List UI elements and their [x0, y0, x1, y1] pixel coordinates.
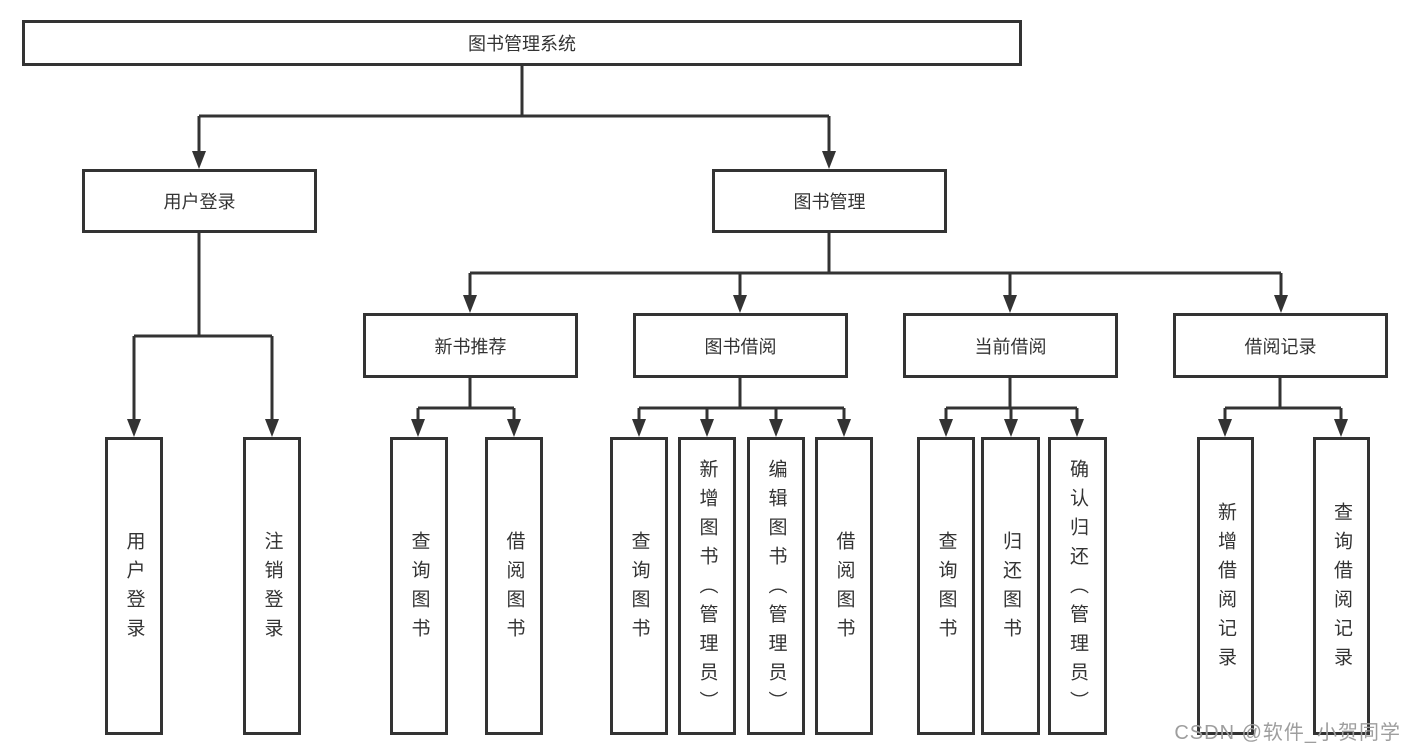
node-new-book-recommend: 新书推荐 [363, 313, 578, 378]
node-leaf-edit-book-admin: 编辑图书（管理员） [747, 437, 805, 735]
node-leaf-add-book-admin: 新增图书（管理员） [678, 437, 736, 735]
node-leaf-logout: 注销登录 [243, 437, 301, 735]
node-root-system: 图书管理系统 [22, 20, 1022, 66]
node-book-management: 图书管理 [712, 169, 947, 233]
arrowhead-icons [127, 151, 1348, 437]
node-leaf-borrow-book-2: 借阅图书 [815, 437, 873, 735]
node-leaf-borrow-book-1: 借阅图书 [485, 437, 543, 735]
node-leaf-confirm-return-admin: 确认归还（管理员） [1048, 437, 1107, 735]
node-book-borrow: 图书借阅 [633, 313, 848, 378]
node-borrow-record: 借阅记录 [1173, 313, 1388, 378]
node-current-borrow: 当前借阅 [903, 313, 1118, 378]
csdn-watermark: CSDN @软件_小贺同学 [1174, 722, 1401, 744]
node-leaf-return-book: 归还图书 [981, 437, 1040, 735]
node-user-login: 用户登录 [82, 169, 317, 233]
node-leaf-query-borrow-record: 查询借阅记录 [1313, 437, 1370, 735]
node-leaf-query-book-3: 查询图书 [917, 437, 975, 735]
node-leaf-query-book-1: 查询图书 [390, 437, 448, 735]
node-leaf-add-borrow-record: 新增借阅记录 [1197, 437, 1254, 735]
node-leaf-query-book-2: 查询图书 [610, 437, 668, 735]
node-leaf-user-login: 用户登录 [105, 437, 163, 735]
